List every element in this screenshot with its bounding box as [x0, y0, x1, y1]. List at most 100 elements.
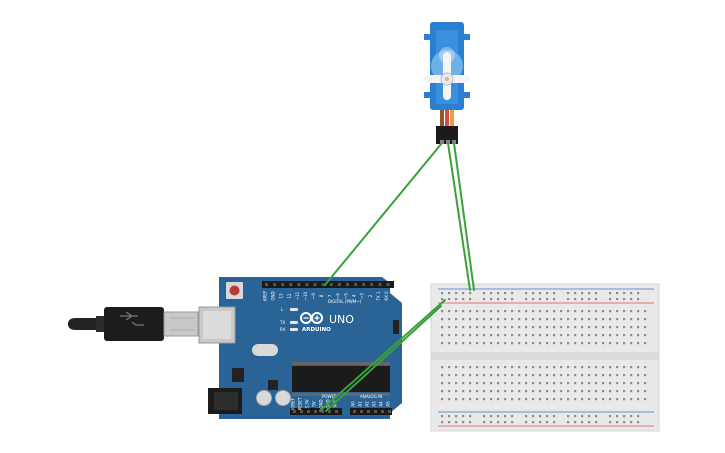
breadboard-hole[interactable]	[595, 342, 598, 345]
breadboard-hole[interactable]	[609, 421, 612, 424]
breadboard-hole[interactable]	[567, 421, 570, 424]
breadboard-hole[interactable]	[581, 334, 584, 337]
breadboard-hole[interactable]	[441, 382, 444, 385]
breadboard-hole[interactable]	[637, 292, 640, 295]
breadboard-hole[interactable]	[630, 334, 633, 337]
breadboard-hole[interactable]	[511, 310, 514, 313]
breadboard-hole[interactable]	[448, 374, 451, 377]
breadboard-hole[interactable]	[553, 318, 556, 321]
analog-pin[interactable]	[367, 410, 370, 413]
breadboard-hole[interactable]	[560, 390, 563, 393]
breadboard-hole[interactable]	[483, 318, 486, 321]
breadboard-hole[interactable]	[630, 366, 633, 369]
breadboard-hole[interactable]	[581, 421, 584, 424]
breadboard-hole[interactable]	[483, 382, 486, 385]
breadboard-hole[interactable]	[511, 366, 514, 369]
breadboard-hole[interactable]	[595, 398, 598, 401]
breadboard-hole[interactable]	[546, 374, 549, 377]
breadboard-hole[interactable]	[581, 310, 584, 313]
breadboard-hole[interactable]	[469, 366, 472, 369]
breadboard-hole[interactable]	[497, 326, 500, 329]
breadboard-hole[interactable]	[497, 310, 500, 313]
breadboard-hole[interactable]	[560, 334, 563, 337]
breadboard-hole[interactable]	[504, 342, 507, 345]
breadboard-hole[interactable]	[609, 390, 612, 393]
breadboard-hole[interactable]	[490, 326, 493, 329]
breadboard-hole[interactable]	[595, 390, 598, 393]
breadboard-hole[interactable]	[616, 334, 619, 337]
breadboard-hole[interactable]	[560, 342, 563, 345]
breadboard-hole[interactable]	[518, 398, 521, 401]
breadboard-hole[interactable]	[637, 310, 640, 313]
breadboard-hole[interactable]	[595, 374, 598, 377]
breadboard-hole[interactable]	[616, 310, 619, 313]
breadboard-hole[interactable]	[511, 421, 514, 424]
breadboard-hole[interactable]	[623, 342, 626, 345]
breadboard-hole[interactable]	[476, 390, 479, 393]
breadboard-hole[interactable]	[546, 292, 549, 295]
breadboard-hole[interactable]	[644, 326, 647, 329]
breadboard-hole[interactable]	[539, 421, 542, 424]
breadboard-hole[interactable]	[567, 390, 570, 393]
breadboard-hole[interactable]	[532, 421, 535, 424]
breadboard-hole[interactable]	[644, 382, 647, 385]
breadboard-hole[interactable]	[441, 374, 444, 377]
breadboard-hole[interactable]	[560, 318, 563, 321]
digital-pin[interactable]	[386, 283, 390, 286]
breadboard-hole[interactable]	[546, 298, 549, 301]
breadboard-hole[interactable]	[448, 390, 451, 393]
breadboard-hole[interactable]	[630, 374, 633, 377]
breadboard-hole[interactable]	[532, 382, 535, 385]
breadboard-hole[interactable]	[469, 342, 472, 345]
breadboard-hole[interactable]	[490, 318, 493, 321]
breadboard-hole[interactable]	[630, 382, 633, 385]
breadboard-hole[interactable]	[462, 415, 465, 418]
breadboard-hole[interactable]	[441, 326, 444, 329]
breadboard-hole[interactable]	[588, 374, 591, 377]
digital-pin[interactable]	[321, 283, 325, 286]
breadboard-hole[interactable]	[602, 310, 605, 313]
breadboard-hole[interactable]	[455, 421, 458, 424]
breadboard-hole[interactable]	[546, 310, 549, 313]
breadboard-hole[interactable]	[609, 292, 612, 295]
breadboard-hole[interactable]	[574, 398, 577, 401]
breadboard-hole[interactable]	[574, 298, 577, 301]
breadboard-hole[interactable]	[532, 318, 535, 321]
breadboard-hole[interactable]	[448, 366, 451, 369]
breadboard-hole[interactable]	[574, 326, 577, 329]
breadboard-hole[interactable]	[609, 298, 612, 301]
breadboard-hole[interactable]	[595, 292, 598, 295]
breadboard-hole[interactable]	[511, 374, 514, 377]
breadboard-hole[interactable]	[455, 334, 458, 337]
breadboard-hole[interactable]	[637, 326, 640, 329]
breadboard-hole[interactable]	[518, 310, 521, 313]
breadboard-hole[interactable]	[511, 342, 514, 345]
breadboard-hole[interactable]	[483, 421, 486, 424]
breadboard-hole[interactable]	[616, 342, 619, 345]
breadboard-hole[interactable]	[483, 326, 486, 329]
digital-pin[interactable]	[265, 283, 268, 286]
breadboard-hole[interactable]	[616, 318, 619, 321]
wire-5v[interactable]	[319, 299, 446, 412]
breadboard-hole[interactable]	[588, 292, 591, 295]
breadboard-hole[interactable]	[623, 390, 626, 393]
breadboard-hole[interactable]	[574, 292, 577, 295]
breadboard-hole[interactable]	[455, 390, 458, 393]
breadboard-hole[interactable]	[581, 415, 584, 418]
breadboard-hole[interactable]	[490, 334, 493, 337]
breadboard-hole[interactable]	[553, 334, 556, 337]
breadboard-hole[interactable]	[602, 398, 605, 401]
breadboard-hole[interactable]	[455, 298, 458, 301]
breadboard-hole[interactable]	[588, 390, 591, 393]
breadboard-hole[interactable]	[588, 318, 591, 321]
breadboard-hole[interactable]	[532, 398, 535, 401]
digital-pin[interactable]	[297, 283, 301, 286]
breadboard-hole[interactable]	[546, 382, 549, 385]
breadboard-hole[interactable]	[469, 326, 472, 329]
breadboard-hole[interactable]	[525, 415, 528, 418]
breadboard-hole[interactable]	[532, 366, 535, 369]
breadboard-hole[interactable]	[616, 398, 619, 401]
breadboard-hole[interactable]	[574, 366, 577, 369]
breadboard-hole[interactable]	[581, 292, 584, 295]
